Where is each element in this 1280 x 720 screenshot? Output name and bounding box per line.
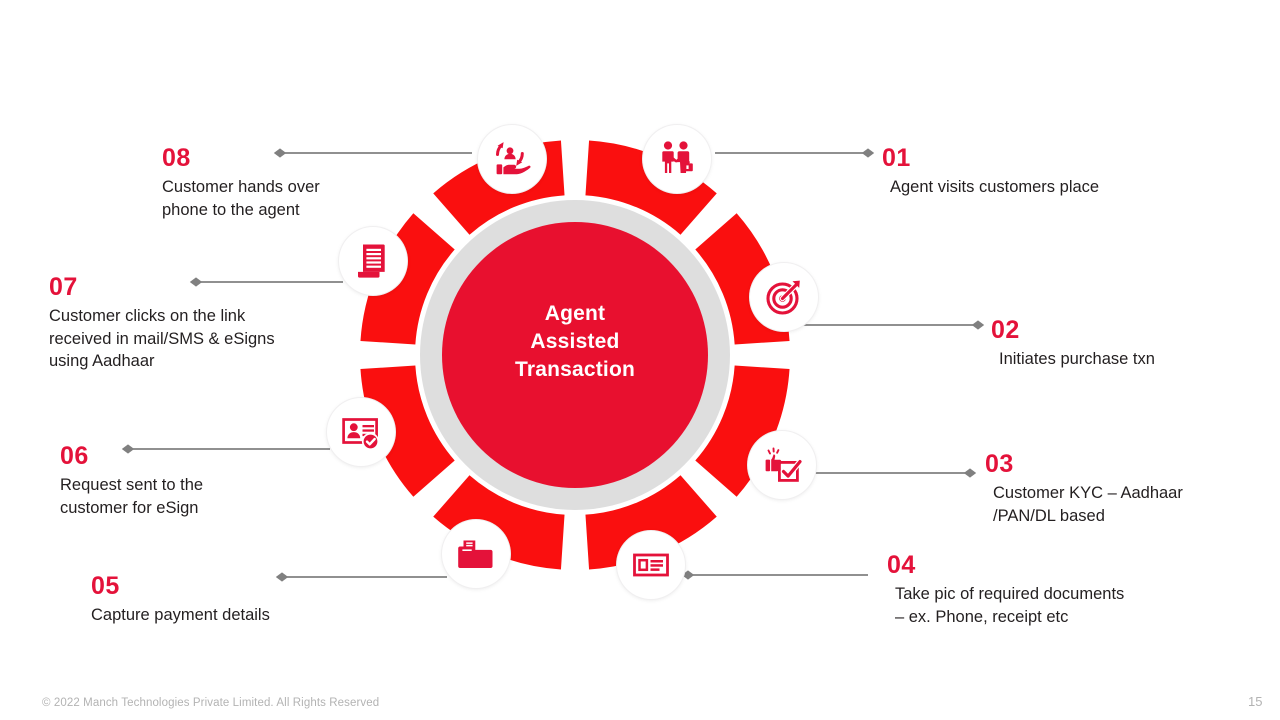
target-arrow-icon [766, 280, 800, 315]
callout-text-03: Customer KYC – Aadhaar /PAN/DL based [993, 484, 1183, 525]
signed-document-icon [358, 244, 385, 278]
callout-03: 03 Customer KYC – Aadhaar /PAN/DL based [985, 451, 1275, 527]
callout-04: 04 Take pic of required documents – ex. … [887, 552, 1217, 628]
step-icon-08[interactable] [478, 125, 546, 193]
callout-text-06: Request sent to the customer for eSign [60, 476, 204, 517]
inner-circle [442, 222, 708, 488]
footer-copyright: © 2022 Manch Technologies Private Limite… [42, 697, 380, 709]
page-number: 15 [1248, 694, 1263, 709]
handshake-briefcase-icon [662, 141, 693, 173]
callout-text-01: Agent visits customers place [890, 178, 1100, 196]
ring-segment[interactable] [585, 475, 717, 570]
callout-number-05: 05 [91, 572, 120, 600]
thumbs-up-checkbox-icon [765, 447, 802, 482]
id-card-lines-icon [633, 553, 669, 577]
ring-segments [360, 140, 790, 570]
ring-segment[interactable] [360, 213, 455, 345]
step-icon-03[interactable] [748, 431, 816, 499]
ring-segment[interactable] [360, 365, 455, 497]
callout-number-07: 07 [49, 273, 78, 301]
step-icon-07[interactable] [339, 227, 407, 295]
callout-05: 05 Capture payment details [91, 573, 371, 627]
ring-segment[interactable] [433, 475, 565, 570]
step-icon-02[interactable] [750, 263, 818, 331]
callout-text-04: Take pic of required documents – ex. Pho… [895, 585, 1125, 626]
folder-documents-icon [458, 540, 493, 568]
callout-07: 07 Customer clicks on the link received … [49, 274, 339, 373]
callout-number-02: 02 [991, 316, 1020, 344]
callout-08: 08 Customer hands over phone to the agen… [162, 145, 412, 221]
callout-number-01: 01 [882, 144, 911, 172]
ring-segment[interactable] [695, 365, 790, 497]
step-icon-04[interactable] [617, 531, 685, 599]
callout-number-03: 03 [985, 450, 1014, 478]
step-icon-01[interactable] [643, 125, 711, 193]
id-card-verified-icon [342, 418, 380, 451]
step-icon-05[interactable] [442, 520, 510, 588]
callout-number-06: 06 [60, 442, 89, 470]
callout-02: 02 Initiates purchase txn [991, 317, 1280, 371]
callout-text-08: Customer hands over phone to the agent [162, 178, 320, 219]
callout-01: 01 Agent visits customers place [882, 145, 1212, 199]
callout-number-08: 08 [162, 144, 191, 172]
step-icon-06[interactable] [327, 398, 395, 466]
ring-segment[interactable] [585, 140, 717, 235]
callout-text-05: Capture payment details [91, 606, 270, 624]
callout-text-02: Initiates purchase txn [999, 350, 1155, 368]
callout-number-04: 04 [887, 551, 916, 579]
hand-phone-exchange-icon [495, 142, 531, 175]
callout-text-07: Customer clicks on the link received in … [49, 307, 275, 370]
callout-06: 06 Request sent to the customer for eSig… [60, 443, 310, 519]
